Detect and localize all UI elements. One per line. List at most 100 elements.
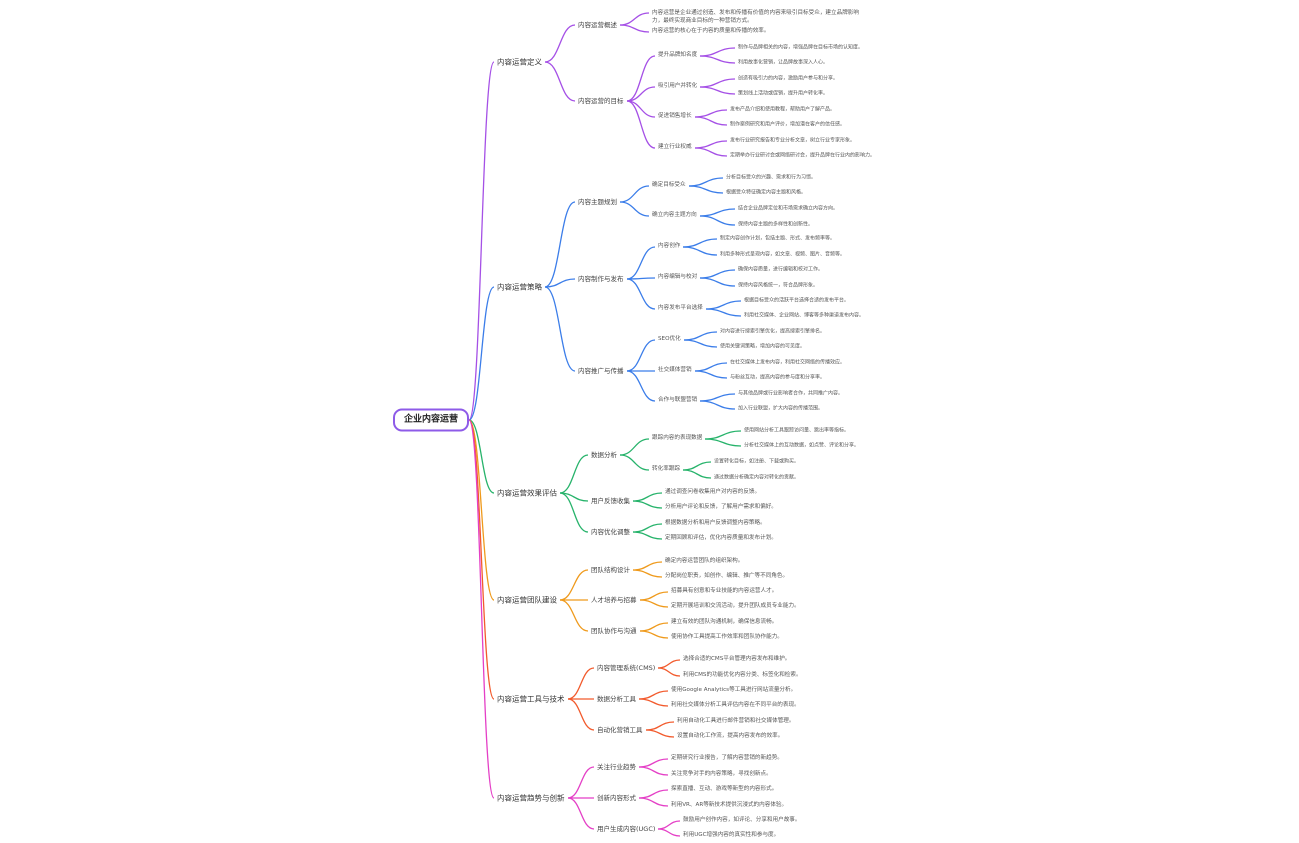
topic-node[interactable]: 定期研究行业报告，了解内容营销的新趋势。 (671, 755, 783, 762)
topic-node[interactable]: 内容运营的核心在于内容的质量和传播的效率。 (652, 28, 770, 35)
topic-connector (638, 789, 669, 799)
topic-connector (632, 492, 663, 502)
topic-node[interactable]: 利用自动化工具进行邮件营销和社交媒体管理。 (677, 718, 795, 725)
topic-node[interactable]: 探索直播、互动、游戏等新型的内容形式。 (671, 786, 778, 793)
topic-node[interactable]: 合作与联盟营销 (658, 397, 698, 404)
leaf-node[interactable]: 结合企业品牌定位和市场需求确立内容方向。 (738, 205, 839, 212)
leaf-node[interactable]: 通过数据分析确定内容对转化的贡献。 (714, 474, 800, 481)
topic-node[interactable]: 转化率跟踪 (652, 466, 680, 473)
branch-connector (468, 419, 495, 601)
leaf-node[interactable]: 设置转化目标，如注册、下载或购买。 (714, 458, 800, 465)
leaf-node[interactable]: 加入行业联盟，扩大内容的传播范围。 (738, 405, 824, 412)
leaf-node[interactable]: 根据受众特征确定内容主题和风格。 (726, 189, 807, 196)
topic-node[interactable]: 利用社交媒体分析工具评估内容在不同平台的表现。 (671, 702, 800, 709)
branch-node[interactable]: 内容运营工具与技术 (497, 694, 565, 704)
topic-node[interactable]: 建立有效的团队沟通机制，确保信息流畅。 (671, 619, 778, 626)
leaf-node[interactable]: 对内容进行搜索引擎优化，提高搜索引擎排名。 (720, 328, 826, 335)
topic-node[interactable]: 利用CMS的功能优化内容分类、标签化和检索。 (683, 672, 802, 679)
subtopic-node[interactable]: 内容制作与发布 (578, 274, 624, 283)
topic-node[interactable]: 通过调查问卷收集用户对内容的反馈。 (665, 489, 761, 496)
topic-node[interactable]: 提升品牌知名度 (658, 52, 698, 59)
topic-connector (619, 201, 650, 217)
leaf-node[interactable]: 分析社交媒体上的互动数据，如点赞、评论和分享。 (744, 442, 860, 449)
leaf-node[interactable]: 确保内容质量，进行编辑和校对工作。 (738, 266, 824, 273)
leaf-node[interactable]: 根据目标受众的活跃平台选择合适的发布平台。 (744, 297, 850, 304)
subtopic-node[interactable]: 内容优化调整 (591, 527, 630, 536)
leaf-connector (705, 308, 742, 317)
topic-node[interactable]: 内容编辑与校对 (658, 274, 698, 281)
leaf-node[interactable]: 保持内容风格统一，符合品牌形象。 (738, 282, 819, 289)
topic-connector (639, 622, 669, 632)
leaf-node[interactable]: 制定内容创作计划，包括主题、形式、发布频率等。 (720, 235, 836, 242)
topic-node[interactable]: 定期开展培训和交流活动，提升团队成员专业能力。 (671, 603, 800, 610)
branch-node[interactable]: 内容运营趋势与创新 (497, 793, 565, 803)
topic-node[interactable]: 确立内容主题方向 (652, 212, 697, 219)
topic-node[interactable]: 选择合适的CMS平台管理内容发布和维护。 (683, 656, 791, 663)
topic-node[interactable]: 社交媒体营销 (658, 367, 692, 374)
leaf-node[interactable]: 策划线上活动或促销，提升用户转化率。 (738, 90, 829, 97)
leaf-node[interactable]: 保持内容主题的多样性和创新性。 (738, 221, 814, 228)
topic-node[interactable]: 关注竞争对手的内容策略，寻找创新点。 (671, 771, 772, 778)
topic-node[interactable]: 确定内容运营团队的组织架构。 (665, 558, 744, 565)
branch-node[interactable]: 内容运营团队建设 (497, 595, 557, 605)
leaf-node[interactable]: 制作案例研究和用户评价，增加潜在客户的信任感。 (730, 121, 846, 128)
leaf-node[interactable]: 与粉丝互动，提高内容的参与度和分享率。 (730, 374, 826, 381)
leaf-node[interactable]: 在社交媒体上发布内容，利用社交网络的传播效应。 (730, 359, 846, 366)
leaf-node[interactable]: 利用故事化营销，让品牌故事深入人心。 (738, 59, 829, 66)
root-node[interactable]: 企业内容运营 (393, 408, 470, 432)
topic-node[interactable]: 定期回顾和评估，优化内容质量和发布计划。 (665, 535, 777, 542)
topic-node[interactable]: 根据数据分析和用户反馈调整内容策略。 (665, 520, 766, 527)
subtopic-node[interactable]: 内容运营概述 (578, 20, 617, 29)
branch-node[interactable]: 内容运营定义 (497, 57, 542, 67)
leaf-node[interactable]: 创造有吸引力的内容，激励用户参与和分享。 (738, 75, 839, 82)
topic-connector (626, 339, 656, 372)
topic-node[interactable]: 内容发布平台选择 (658, 305, 703, 312)
topic-node[interactable]: 促进销售增长 (658, 113, 692, 120)
topic-node[interactable]: 鼓励用户创作内容，如评论、分享和用户故事。 (683, 817, 801, 824)
subtopic-node[interactable]: 内容推广与传播 (578, 366, 624, 375)
leaf-node[interactable]: 利用多种形式呈现内容，如文章、视频、图片、音频等。 (720, 251, 846, 258)
leaf-connector (694, 109, 728, 118)
topic-node[interactable]: 内容运营是企业通过创造、发布和传播有价值的内容来吸引目标受众，建立品牌影响力，最… (652, 9, 867, 25)
leaf-node[interactable]: 与其他品牌或行业影响者合作，共同推广内容。 (738, 390, 844, 397)
subtopic-node[interactable]: 用户反馈收集 (591, 496, 630, 505)
topic-node[interactable]: 分配岗位职责，如创作、编辑、推广等不同角色。 (665, 573, 789, 580)
leaf-connector (699, 269, 736, 279)
topic-node[interactable]: 设置自动化工作流，提高内容发布的效率。 (677, 733, 784, 740)
topic-node[interactable]: 内容创作 (658, 243, 681, 250)
leaf-node[interactable]: 使用网站分析工具跟踪访问量、跳出率等指标。 (744, 427, 850, 434)
leaf-node[interactable]: 使用关键词策略，增加内容的可见度。 (720, 343, 806, 350)
branch-node[interactable]: 内容运营策略 (497, 282, 542, 292)
subtopic-node[interactable]: 内容管理系统(CMS) (597, 663, 656, 672)
leaf-node[interactable]: 制作与品牌相关的内容，增强品牌在目标市场的认知度。 (738, 44, 864, 51)
topic-node[interactable]: 分析用户评论和反馈，了解用户需求和偏好。 (665, 504, 777, 511)
leaf-node[interactable]: 发布产品介绍和使用教程，帮助用户了解产品。 (730, 106, 836, 113)
leaf-node[interactable]: 利用社交媒体、企业网站、博客等多种渠道发布内容。 (744, 312, 865, 319)
topic-node[interactable]: 确定目标受众 (652, 182, 686, 189)
topic-node[interactable]: 使用Google Analytics等工具进行网站流量分析。 (671, 687, 797, 694)
leaf-connector (705, 300, 742, 310)
subtopic-node[interactable]: 数据分析工具 (597, 694, 636, 703)
subtopic-node[interactable]: 人才培养与招募 (591, 595, 637, 604)
subtopic-node[interactable]: 内容主题规划 (578, 197, 617, 206)
topic-node[interactable]: 吸引用户并转化 (658, 83, 698, 90)
topic-node[interactable]: 使用协作工具提高工作效率和团队协作能力。 (671, 634, 783, 641)
subtopic-node[interactable]: 创新内容形式 (597, 793, 636, 802)
leaf-node[interactable]: 发布行业研究报告和专业分析文章，树立行业专家形象。 (730, 137, 856, 144)
topic-node[interactable]: SEO优化 (658, 336, 681, 343)
topic-node[interactable]: 跟踪内容的表现数据 (652, 435, 703, 442)
subtopic-node[interactable]: 内容运营的目标 (578, 96, 624, 105)
subtopic-node[interactable]: 自动化营销工具 (597, 725, 643, 734)
leaf-node[interactable]: 分析目标受众的兴趣、需求和行为习惯。 (726, 174, 817, 181)
subtopic-node[interactable]: 用户生成内容(UGC) (597, 824, 656, 833)
topic-node[interactable]: 利用VR、AR等新技术提供沉浸式的内容体验。 (671, 802, 788, 809)
leaf-node[interactable]: 定期举办行业研讨会或网络研讨会，提升品牌在行业内的影响力。 (730, 152, 876, 159)
topic-node[interactable]: 招募具有创意和专业技能的内容运营人才。 (671, 588, 778, 595)
topic-node[interactable]: 建立行业权威 (658, 144, 692, 151)
subtopic-node[interactable]: 团队协作与沟通 (591, 626, 637, 635)
branch-node[interactable]: 内容运营效果评估 (497, 488, 557, 498)
subtopic-node[interactable]: 数据分析 (591, 450, 617, 459)
subtopic-node[interactable]: 团队结构设计 (591, 565, 630, 574)
topic-node[interactable]: 利用UGC增强内容的真实性和参与度。 (683, 832, 780, 839)
subtopic-node[interactable]: 关注行业趋势 (597, 762, 636, 771)
